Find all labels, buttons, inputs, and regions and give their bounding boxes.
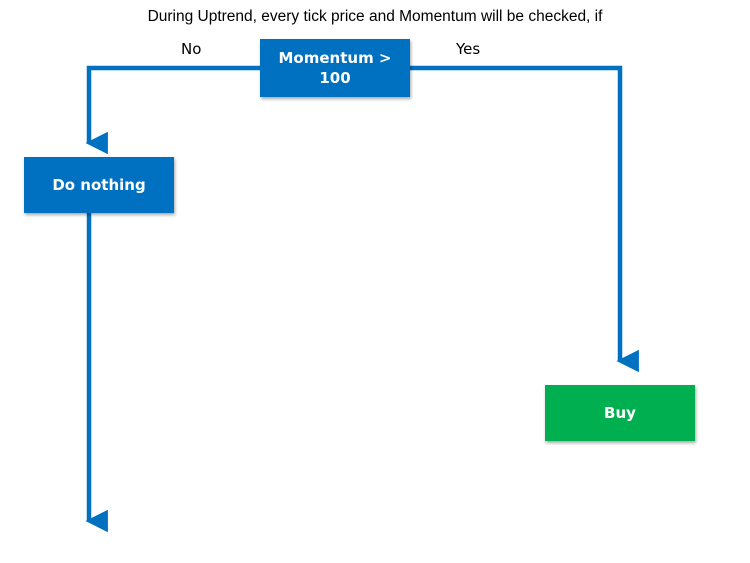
action-node-do-nothing: Do nothing [24,157,174,213]
decision-text-line2: 100 [319,69,351,87]
decision-text-line1: Momentum > [278,49,392,67]
decision-node-momentum: Momentum > 100 [260,39,410,97]
yes-branch-connector [410,65,639,373]
no-branch-connector [85,65,260,155]
buy-label: Buy [604,404,636,422]
do-nothing-label: Do nothing [52,176,146,194]
no-branch-label: No [181,40,202,58]
action-node-buy: Buy [545,385,695,441]
yes-branch-label: Yes [456,40,481,58]
diagram-title: During Uptrend, every tick price and Mom… [147,8,603,25]
